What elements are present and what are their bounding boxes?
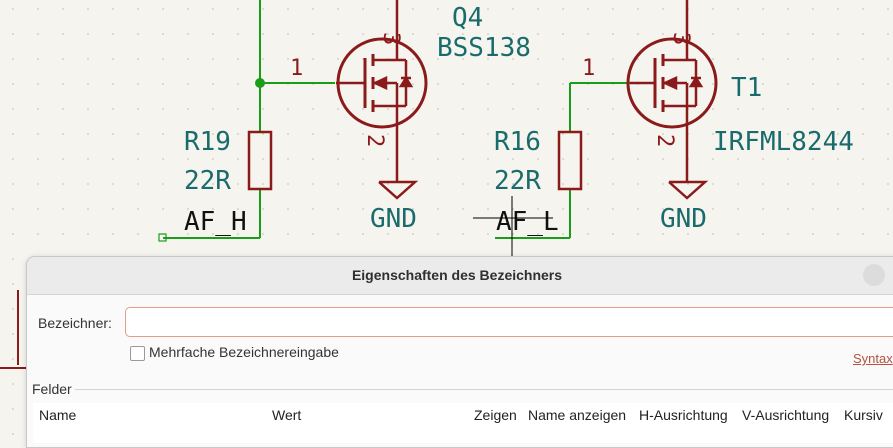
label-caption: Bezeichner: xyxy=(38,315,112,331)
column-header-italic[interactable]: Kursiv xyxy=(844,407,883,423)
multi-label-checkbox[interactable] xyxy=(130,346,145,361)
q4-drain-pin: 3 xyxy=(378,32,403,45)
close-button[interactable] xyxy=(863,264,885,286)
gnd-label-left[interactable]: GND xyxy=(370,204,417,234)
q4-transistor[interactable] xyxy=(336,0,428,200)
junction-dot xyxy=(255,78,265,88)
t1-value[interactable]: IRFML8244 xyxy=(713,127,854,157)
q4-gate-pin: 1 xyxy=(290,56,303,81)
t1-reference[interactable]: T1 xyxy=(731,73,762,103)
t1-source-pin: 2 xyxy=(652,134,677,147)
q4-value[interactable]: BSS138 xyxy=(437,33,531,63)
syntax-help-link[interactable]: Syntax xyxy=(853,351,893,366)
left-edge-wires xyxy=(0,290,26,369)
net-label-af-h[interactable]: AF_H xyxy=(184,207,247,237)
r19-value[interactable]: 22R xyxy=(184,166,231,196)
q4-reference[interactable]: Q4 xyxy=(452,3,483,33)
column-header-show[interactable]: Zeigen xyxy=(474,407,517,423)
q4-source-pin: 2 xyxy=(362,134,387,147)
column-header-value[interactable]: Wert xyxy=(272,407,302,423)
r19-resistor[interactable] xyxy=(247,130,273,191)
multi-label-checkbox-label[interactable]: Mehrfache Bezeichnereingabe xyxy=(149,344,339,360)
fields-grid-header: Name Wert Zeigen Name anzeigen H-Ausrich… xyxy=(33,403,893,443)
r19-reference[interactable]: R19 xyxy=(184,127,231,157)
dialog-title: Eigenschaften des Bezeichners xyxy=(351,267,563,283)
column-header-h-align[interactable]: H-Ausrichtung xyxy=(639,407,728,423)
r16-value[interactable]: 22R xyxy=(494,166,541,196)
t1-gate-pin: 1 xyxy=(582,56,595,81)
r16-reference[interactable]: R16 xyxy=(494,127,541,157)
crosshair-cursor xyxy=(473,196,553,256)
label-properties-dialog: Eigenschaften des Bezeichners Bezeichner… xyxy=(26,256,893,448)
label-text-input[interactable] xyxy=(125,307,893,337)
gnd-label-right[interactable]: GND xyxy=(660,204,707,234)
t1-transistor[interactable] xyxy=(626,0,718,200)
column-header-v-align[interactable]: V-Ausrichtung xyxy=(742,407,830,423)
column-header-show-name[interactable]: Name anzeigen xyxy=(528,407,627,423)
label-connector xyxy=(158,233,167,242)
fields-group-divider xyxy=(75,389,893,390)
dialog-titlebar[interactable]: Eigenschaften des Bezeichners xyxy=(27,257,893,295)
t1-drain-pin: 3 xyxy=(668,32,693,45)
wires xyxy=(163,0,630,239)
r16-resistor[interactable] xyxy=(557,130,583,191)
fields-group-label: Felder xyxy=(32,381,72,397)
column-header-name[interactable]: Name xyxy=(39,407,77,423)
net-label-af-l[interactable]: AF_L xyxy=(496,207,559,237)
